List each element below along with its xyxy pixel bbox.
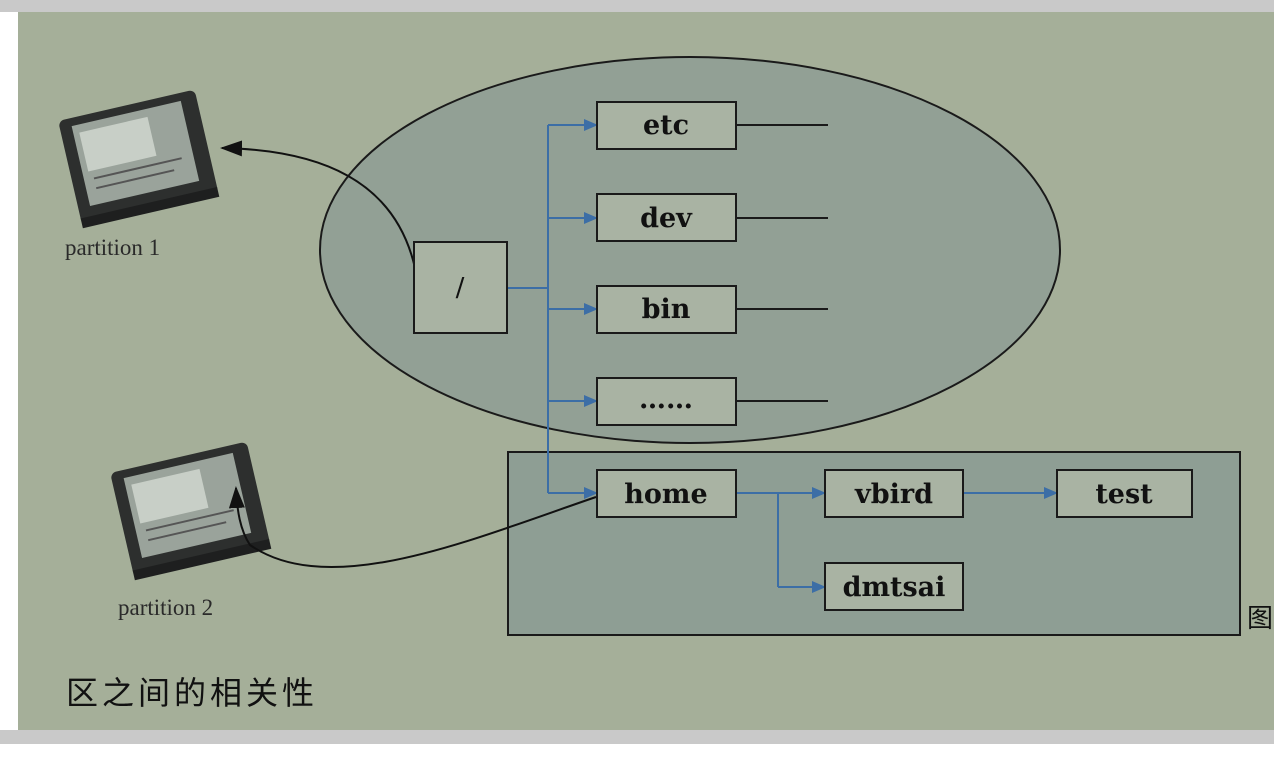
filesystem-diagram: partition 1 partition 2 / etc dev bbox=[59, 56, 1241, 636]
dir-node-ellipsis: …… bbox=[596, 377, 737, 426]
top-margin-bar bbox=[0, 0, 1274, 12]
root-to-partition-1-arrow bbox=[220, 140, 416, 269]
partition-2-label: partition 2 bbox=[118, 595, 213, 620]
dir-node-home: home bbox=[596, 469, 737, 518]
continuation-lines bbox=[736, 124, 828, 402]
dir-label-test: test bbox=[1095, 479, 1153, 510]
home-to-partition-2-arrow bbox=[228, 486, 597, 569]
dir-label-etc: etc bbox=[643, 110, 689, 141]
dir-label-dev: dev bbox=[640, 203, 693, 234]
figure-caption: 区之间的相关性 bbox=[66, 674, 319, 712]
dir-node-test: test bbox=[1056, 469, 1193, 518]
dir-label-dmtsai: dmtsai bbox=[843, 572, 946, 603]
dir-node-vbird: vbird bbox=[824, 469, 964, 518]
cut-off-figure-text: 图 bbox=[1247, 604, 1274, 634]
hard-disk-2-icon bbox=[111, 442, 272, 581]
hard-disk-1-icon bbox=[59, 90, 220, 229]
dir-node-dmtsai: dmtsai bbox=[824, 562, 964, 611]
dir-node-dev: dev bbox=[596, 193, 737, 242]
bottom-margin-bar bbox=[0, 730, 1274, 744]
root-label: / bbox=[456, 273, 465, 303]
tree-connectors bbox=[507, 119, 1058, 593]
root-directory-node: / bbox=[413, 241, 508, 334]
dir-label-vbird: vbird bbox=[854, 479, 933, 510]
dir-label-bin: bin bbox=[642, 294, 691, 325]
partition-1-region bbox=[319, 56, 1061, 444]
dir-label-ellipsis: …… bbox=[639, 384, 693, 415]
dir-node-etc: etc bbox=[596, 101, 737, 150]
page-blank-area bbox=[0, 744, 1274, 770]
partition-1-label: partition 1 bbox=[65, 235, 160, 260]
dir-label-home: home bbox=[624, 479, 707, 510]
dir-node-bin: bin bbox=[596, 285, 737, 334]
